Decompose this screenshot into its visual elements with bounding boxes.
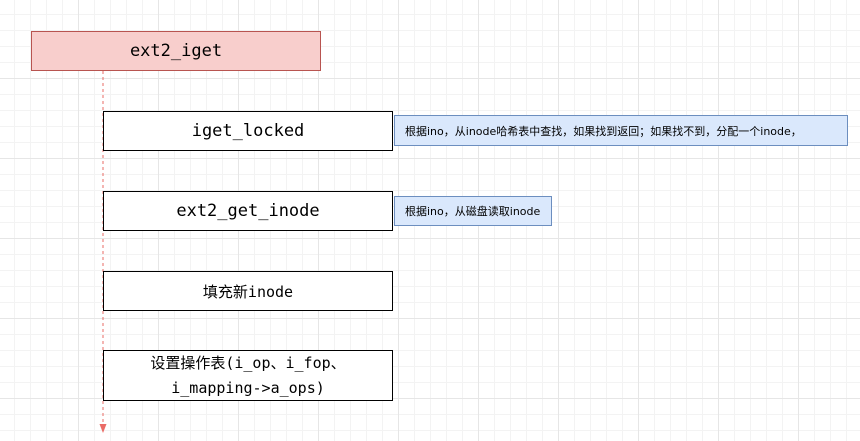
step-iget-locked[interactable]: iget_locked: [103, 111, 393, 151]
step-label-line1: 设置操作表(i_op、i_fop、: [150, 353, 346, 372]
diagram-title: ext2_iget: [129, 41, 223, 61]
note-iget-locked[interactable]: 根据ino，从inode哈希表中查找，如果找到返回；如果找不到，分配一个inod…: [394, 115, 848, 146]
step-label: ext2_get_inode: [176, 201, 320, 221]
note-text: 根据ino，从inode哈希表中查找，如果找到返回；如果找不到，分配一个inod…: [405, 124, 802, 138]
step-ext2-get-inode[interactable]: ext2_get_inode: [103, 191, 393, 231]
step-label: 填充新inode: [202, 282, 294, 301]
note-ext2-get-inode[interactable]: 根据ino，从磁盘读取inode: [394, 196, 552, 226]
diagram-title-box[interactable]: ext2_iget: [31, 31, 321, 71]
step-set-operations[interactable]: 设置操作表(i_op、i_fop、 i_mapping->a_ops): [103, 350, 393, 401]
note-text: 根据ino，从磁盘读取inode: [405, 205, 541, 218]
lifeline-arrowhead: [99, 424, 107, 433]
step-label-line2: i_mapping->a_ops): [171, 378, 325, 397]
step-fill-new-inode[interactable]: 填充新inode: [103, 271, 393, 311]
step-label: iget_locked: [191, 121, 305, 141]
